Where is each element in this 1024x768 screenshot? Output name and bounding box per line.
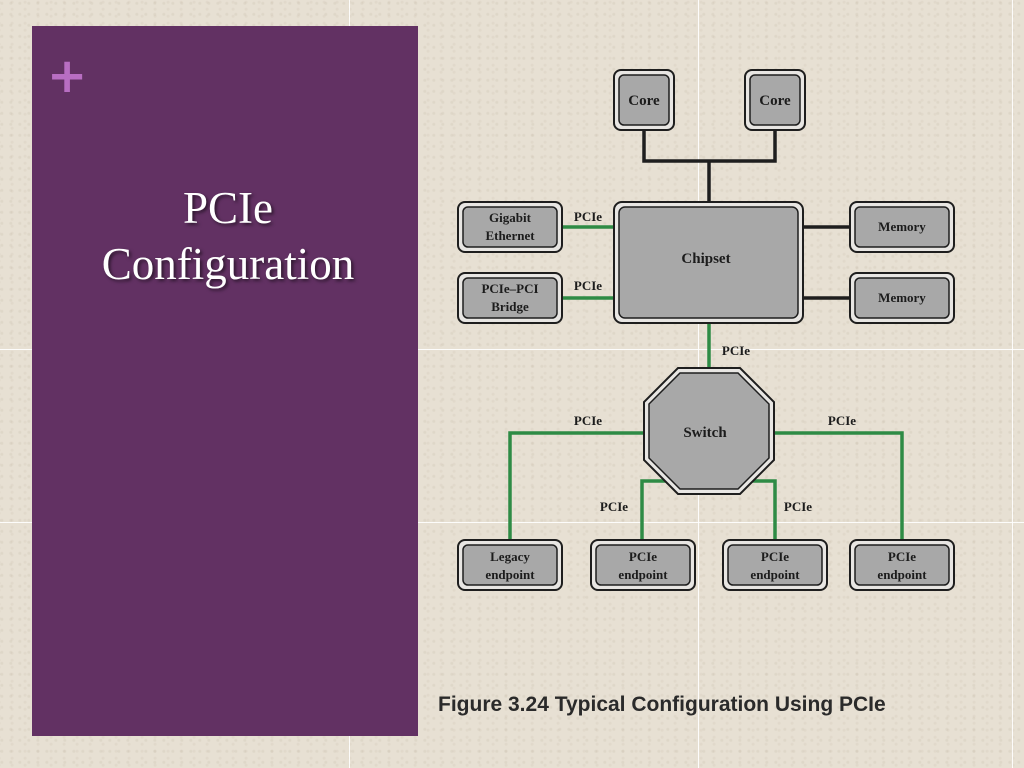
pcie-endpoint-box-2: PCIe endpoint bbox=[722, 539, 828, 591]
pcie-links bbox=[508, 225, 904, 540]
pcie-endpoint-3-line-2: endpoint bbox=[877, 567, 927, 582]
pcie-label-endpoint-3: PCIe bbox=[828, 413, 856, 428]
core-connector bbox=[642, 130, 777, 163]
core-right-label: Core bbox=[759, 93, 791, 109]
title-panel bbox=[32, 26, 418, 736]
legacy-endpoint-box: Legacy endpoint bbox=[457, 539, 563, 591]
pcie-endpoint-1-line-1: PCIe bbox=[629, 549, 657, 564]
pcie-label-legacy: PCIe bbox=[574, 413, 602, 428]
core-left-label: Core bbox=[628, 93, 660, 109]
plus-icon: + bbox=[47, 48, 88, 104]
pcie-pci-bridge-line-2: Bridge bbox=[491, 299, 529, 314]
core-box-left: Core bbox=[613, 69, 675, 131]
memory-box-bottom: Memory bbox=[849, 272, 955, 324]
black-connectors bbox=[642, 130, 850, 300]
legacy-endpoint-line-2: endpoint bbox=[485, 567, 535, 582]
memory-top-label: Memory bbox=[878, 219, 926, 234]
gigabit-ethernet-box: Gigabit Ethernet bbox=[457, 201, 563, 253]
memory-box-top: Memory bbox=[849, 201, 955, 253]
pcie-endpoint-3-line-1: PCIe bbox=[888, 549, 916, 564]
chipset-box: Chipset bbox=[613, 201, 804, 324]
pcie-label-endpoint-1: PCIe bbox=[600, 499, 628, 514]
legacy-endpoint-line-1: Legacy bbox=[490, 549, 530, 564]
slide-title-line-2: Configuration bbox=[101, 239, 355, 289]
pcie-endpoint-2-line-1: PCIe bbox=[761, 549, 789, 564]
pcie-label-ethernet: PCIe bbox=[574, 209, 602, 224]
core-box-right: Core bbox=[744, 69, 806, 131]
pcie-endpoint-1-line-2: endpoint bbox=[618, 567, 668, 582]
pcie-label-bridge: PCIe bbox=[574, 278, 602, 293]
pcie-pci-bridge-line-1: PCIe–PCI bbox=[481, 281, 538, 296]
figure-caption: Figure 3.24 Typical Configuration Using … bbox=[438, 693, 886, 716]
slide-title: PCIe Configuration bbox=[48, 180, 408, 292]
gigabit-ethernet-line-2: Ethernet bbox=[485, 228, 535, 243]
switch-label: Switch bbox=[683, 425, 727, 441]
chipset-label: Chipset bbox=[681, 251, 730, 267]
pcie-endpoint-box-3: PCIe endpoint bbox=[849, 539, 955, 591]
pcie-endpoint-box-1: PCIe endpoint bbox=[590, 539, 696, 591]
pcie-link-endpoint-1 bbox=[640, 479, 676, 540]
pcie-link-endpoint-3 bbox=[773, 431, 904, 540]
pcie-link-endpoint-2 bbox=[741, 479, 777, 540]
slide-title-line-1: PCIe bbox=[183, 183, 273, 233]
pcie-label-switch: PCIe bbox=[722, 343, 750, 358]
pcie-endpoint-2-line-2: endpoint bbox=[750, 567, 800, 582]
pcie-pci-bridge-box: PCIe–PCI Bridge bbox=[457, 272, 563, 324]
memory-bottom-label: Memory bbox=[878, 290, 926, 305]
pcie-label-endpoint-2: PCIe bbox=[784, 499, 812, 514]
switch-octagon: Switch bbox=[643, 367, 775, 495]
gigabit-ethernet-line-1: Gigabit bbox=[489, 210, 532, 225]
pcie-link-legacy bbox=[508, 431, 645, 540]
